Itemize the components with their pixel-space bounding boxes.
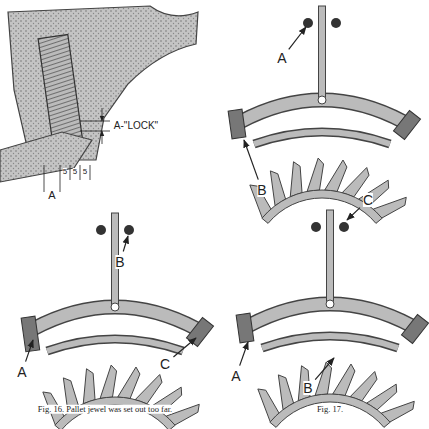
wheel-tooth bbox=[0, 132, 92, 182]
escape-tooth bbox=[83, 369, 95, 404]
escape-tooth bbox=[307, 158, 323, 191]
escape-tooth bbox=[325, 160, 347, 191]
escape-tooth bbox=[290, 162, 302, 197]
dimension-number: 5 bbox=[83, 168, 87, 176]
callout-letter: C bbox=[160, 357, 170, 371]
escape-tooth bbox=[315, 362, 331, 395]
escape-tooth bbox=[100, 365, 116, 398]
callout-letter: A bbox=[277, 51, 286, 65]
callout-letter: B bbox=[257, 183, 266, 197]
figure-caption: Fig. 17. bbox=[317, 405, 343, 414]
escape-tooth bbox=[135, 375, 162, 404]
exit-stone bbox=[401, 314, 428, 343]
wheel-rim bbox=[270, 394, 390, 427]
leader-arrow bbox=[26, 340, 33, 362]
escapement bbox=[228, 6, 420, 223]
leader-arrow bbox=[315, 358, 334, 380]
wheel-rim bbox=[262, 190, 382, 223]
callout-letter: A bbox=[17, 365, 26, 379]
fork-stem bbox=[319, 6, 326, 102]
pallet-detail bbox=[0, 6, 198, 192]
leader-arrow bbox=[240, 342, 248, 366]
dimension-tick bbox=[80, 165, 81, 180]
dimension-number: 5 bbox=[63, 168, 67, 176]
leader-arrow bbox=[289, 27, 306, 49]
dimension-tick bbox=[90, 165, 91, 180]
pallet-bridge bbox=[254, 132, 390, 144]
entry-stone bbox=[236, 313, 254, 343]
banking-pin bbox=[303, 18, 313, 28]
entry-stone bbox=[228, 109, 246, 139]
lock-dimension bbox=[102, 108, 103, 121]
banking-pin bbox=[311, 222, 321, 232]
lock-dimension bbox=[80, 131, 110, 132]
leader-arrow bbox=[244, 140, 258, 180]
escapement bbox=[236, 210, 428, 427]
banking-pin bbox=[331, 18, 341, 28]
escape-tooth bbox=[350, 372, 377, 401]
leader-arrow bbox=[173, 338, 196, 357]
banking-pin bbox=[96, 225, 106, 235]
fork-stem bbox=[327, 210, 334, 306]
dimension-label: A bbox=[48, 190, 55, 201]
figure-caption: Fig. 16. Pallet jewel was set out too fa… bbox=[38, 405, 172, 414]
callout-letter: B bbox=[303, 381, 312, 395]
pivot bbox=[318, 96, 326, 104]
exit-stone bbox=[393, 110, 420, 139]
dimension-number: 5 bbox=[73, 168, 77, 176]
dimension-tick bbox=[70, 165, 71, 180]
banking-pin bbox=[124, 225, 134, 235]
callout-letter: A bbox=[231, 369, 240, 383]
callout-letter: B bbox=[115, 255, 124, 269]
pallet-bridge bbox=[47, 339, 183, 351]
leader-arrow bbox=[347, 208, 360, 220]
pallet-bridge bbox=[47, 339, 183, 351]
callout-letter: C bbox=[363, 193, 373, 207]
pallet-bridge bbox=[262, 336, 398, 348]
escapement bbox=[21, 213, 213, 429]
lock-dimension bbox=[102, 131, 103, 144]
pivot bbox=[326, 300, 334, 308]
escape-tooth bbox=[333, 364, 355, 395]
pivot bbox=[111, 303, 119, 311]
pallet-bridge bbox=[254, 132, 390, 144]
banking-pin bbox=[339, 222, 349, 232]
lock-dimension bbox=[80, 121, 110, 122]
pallet-bridge bbox=[262, 336, 398, 348]
leader-arrow bbox=[123, 236, 128, 251]
dimension-tick bbox=[60, 165, 61, 192]
dimension-tick bbox=[44, 165, 45, 192]
escape-tooth bbox=[118, 367, 140, 398]
pallet-arm bbox=[8, 6, 198, 160]
dimension-label: A-"LOCK" bbox=[114, 121, 158, 131]
